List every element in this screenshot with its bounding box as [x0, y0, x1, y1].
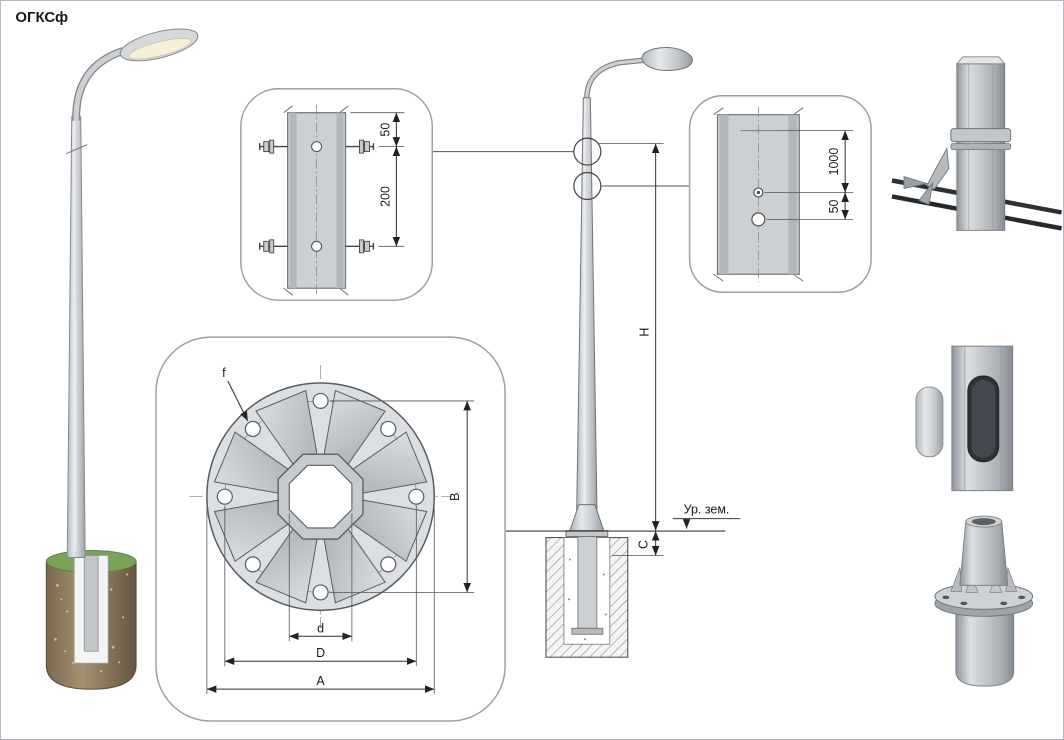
- section-edge-right: [336, 112, 344, 289]
- elevation-arm: [584, 57, 647, 102]
- joint-mark: [66, 144, 88, 155]
- pole-octagon-inner: [288, 464, 353, 529]
- door-cover: [915, 386, 944, 458]
- arm-3d: [72, 47, 125, 121]
- grout-dots: [567, 558, 607, 641]
- pole-3d-render: [45, 28, 199, 690]
- luminaire-3d: [119, 28, 199, 62]
- foundation-can: [955, 604, 1015, 687]
- foundation-section: [545, 536, 629, 658]
- elevation-luminaire: [641, 47, 693, 72]
- dim-label-50: 50: [378, 123, 392, 137]
- dim-label-d: d: [317, 621, 324, 635]
- callout-top-detail: 50 200: [240, 88, 574, 301]
- base-flare: [569, 504, 605, 532]
- break-marks: [713, 107, 804, 282]
- ground-level-label: Ур. зем.: [684, 503, 730, 517]
- hand-hole-inner: [971, 379, 996, 458]
- dim-label-C: C: [637, 540, 651, 549]
- drawing-title: ОГКСф: [15, 9, 68, 26]
- section-edge-left: [719, 114, 729, 275]
- clamp-band-lower: [950, 143, 1012, 150]
- bolt-hole: [311, 141, 323, 153]
- fastener-center: [756, 190, 760, 195]
- clamp-band: [950, 128, 1012, 143]
- pole-top-cap: [955, 56, 1006, 65]
- hole-label-f: f: [222, 366, 226, 380]
- render-top-attachment: [891, 56, 1062, 231]
- dim-label-D: D: [316, 646, 325, 660]
- dim-label-A: A: [316, 674, 325, 688]
- section-edge-left: [289, 112, 297, 289]
- pole-shaft-3d: [66, 116, 86, 558]
- break-marks: [283, 105, 349, 296]
- cable-ferrule: [903, 175, 929, 189]
- render-door-detail: [915, 345, 1014, 492]
- tube-opening-inner: [971, 518, 996, 526]
- hole-leader-line: [227, 380, 249, 422]
- dim-label-H: H: [638, 328, 652, 337]
- flange-bolt-holes: [216, 392, 425, 601]
- dim-label-200: 200: [378, 186, 392, 207]
- bolt-hole: [311, 240, 323, 252]
- section-edge-right: [788, 114, 798, 275]
- dim-label-50: 50: [827, 199, 841, 213]
- base-tube: [959, 521, 1009, 586]
- foundation-speckle: [53, 573, 129, 673]
- flange-disk: [934, 582, 1034, 610]
- render-flange-base: [934, 515, 1034, 687]
- hole-lower: [751, 212, 766, 227]
- embedded-shaft: [83, 555, 99, 652]
- suspension-hook: [926, 147, 950, 191]
- callout-side-detail: 1000 50: [688, 94, 872, 293]
- dim-label-B: B: [448, 493, 462, 501]
- wedge-clamp: [918, 182, 934, 206]
- pole-highlight: [73, 122, 77, 552]
- flange-bolt-holes-3d: [942, 595, 1026, 606]
- elevation-drawing: Ур. зем. H C: [506, 47, 741, 658]
- detail-marker-upper: [573, 137, 602, 166]
- dim-label-1000: 1000: [827, 148, 841, 176]
- callout-flange-view: f B d D A: [155, 336, 506, 722]
- foundation-3d: [45, 550, 137, 690]
